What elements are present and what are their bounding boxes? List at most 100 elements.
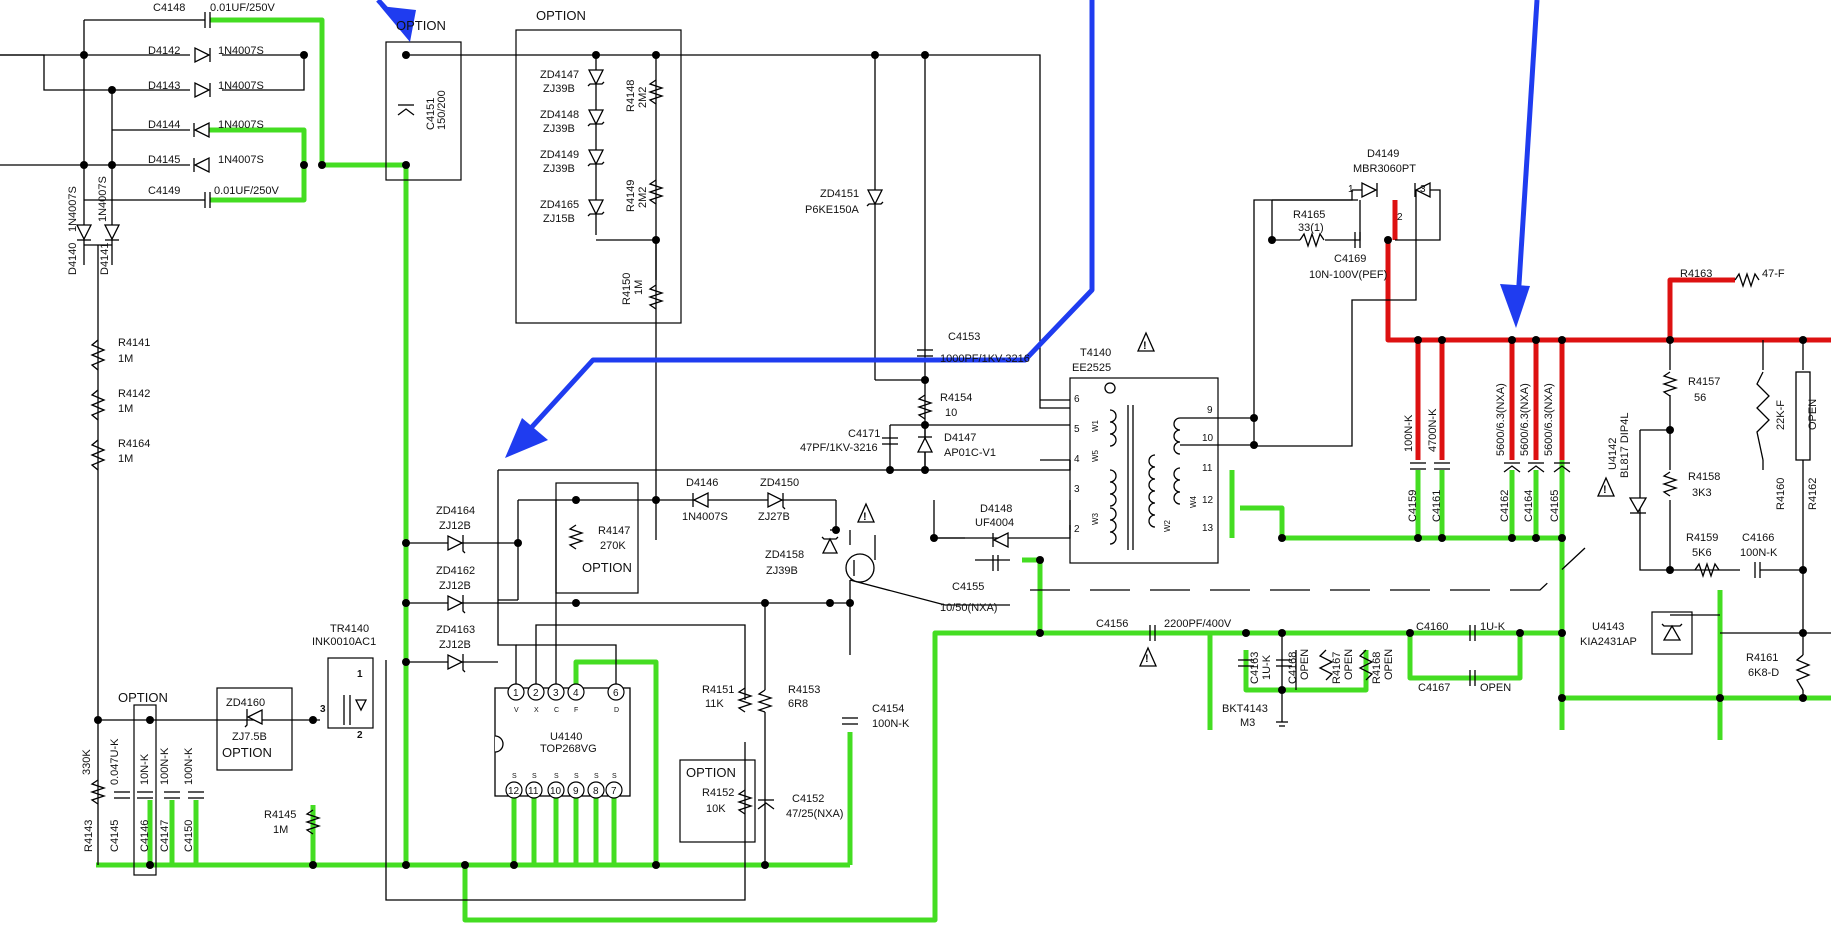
label-zd4150-value: ZJ27B [758,511,790,523]
annotation-arrow-icon [1515,0,1540,301]
label-d4145: D4145 [148,154,180,166]
label-r4160: R4160 [1775,478,1787,510]
label-r4158-value: 3K3 [1692,487,1712,499]
annotation-arrow-icon [518,0,1095,442]
label-r4168-value: OPEN [1383,649,1395,680]
label-r4162: R4162 [1807,478,1819,510]
label-c4155: C4155 [952,581,984,593]
label-c4164-value: 5600/6.3(NXA) [1519,383,1531,456]
transformer-winding-label: W5 [1091,449,1100,462]
annotation-arrows [376,0,1540,458]
label-r4159: R4159 [1686,532,1718,544]
label-c4154: C4154 [872,703,904,715]
label-d4140-value: 1N4007S [67,186,79,232]
label-c4146: C4146 [139,820,151,852]
label-zd4151-value: P6KE150A [805,204,859,216]
label-r4153-value: 6R8 [788,698,808,710]
label-d4148-value: UF4004 [975,517,1014,529]
label-zd4148: ZD4148 [540,109,579,121]
label-c4168: C4168 [1287,652,1299,684]
label-d4148: D4148 [980,503,1012,515]
label-zd4150: ZD4150 [760,477,799,489]
label-u4140-value: TOP268VG [540,743,597,755]
label-r4145: R4145 [264,809,296,821]
label-c4149-value: 0.01UF/250V [214,185,279,197]
transformer-winding-label: W3 [1091,512,1100,525]
transformer-pin-number: 11 [1202,463,1213,474]
option-boxes [133,29,1693,876]
isolation-boundary [1030,547,1586,591]
label-r4167-value: OPEN [1343,649,1355,680]
label-r4153: R4153 [788,684,820,696]
label-d4140: D4140 [67,243,79,275]
label-u4143: U4143 [1592,621,1624,633]
component-symbols [75,12,1811,835]
label-c4145-value: 0.047U-K [109,738,121,785]
ic-pin-letter: X [534,707,539,714]
label-bkt4143-value: M3 [1240,717,1255,729]
label-c4153-value: 1000PF/1KV-3216 [940,353,1030,365]
label-r4154-value: 10 [945,407,957,419]
label-tr4140: TR4140 [330,623,369,635]
label-option-5: OPTION [222,745,272,760]
label-r4141: R4141 [118,337,150,349]
transformer-pin-number: 5 [1074,424,1080,435]
diode-pin-number: 1 [1348,184,1354,195]
label-zd4164-value: ZJ12B [439,520,471,532]
label-d4143-value: 1N4007S [218,80,264,92]
label-c4171-value: 47PF/1KV-3216 [800,442,878,454]
label-d4149-value: MBR3060PT [1353,163,1416,175]
label-r4162-value: OPEN [1807,399,1819,430]
ic-pin-number: 4 [573,688,579,699]
ic-u4140-pins [505,683,625,799]
label-c4162-value: 5600/6.3(NXA) [1495,383,1507,456]
transformer-pin-number: 9 [1207,405,1213,416]
diode-pin-number: 3 [1420,184,1426,195]
label-c4159: C4159 [1407,490,1419,522]
svg-text:!: ! [1603,484,1607,496]
label-zd4149: ZD4149 [540,149,579,161]
label-option-1: OPTION [396,18,446,33]
label-r4159-value: 5K6 [1692,547,1712,559]
label-u4142: U4142 [1607,438,1619,470]
label-c4147-value: 100N-K [159,747,171,785]
label-r4154: R4154 [940,392,972,404]
label-tr4140-value: INK0010AC1 [312,636,376,648]
label-r4142: R4142 [118,388,150,400]
label-r4151-value: 11K [705,698,724,710]
label-c4156: C4156 [1096,618,1128,630]
label-zd4160: ZD4160 [226,697,265,709]
ic-pin-number: 7 [611,786,617,797]
label-bkt4143: BKT4143 [1222,703,1268,715]
red-highlight-net [1385,200,1831,460]
label-c4163-value: 1U-K [1261,654,1273,680]
ic-pin-letter: S [612,773,617,780]
transformer-pin-number: 12 [1202,495,1214,506]
label-option-6: OPTION [686,765,736,780]
label-r4150: R4150 [621,273,633,305]
label-r4143-value: 330K [81,749,93,775]
label-c4147: C4147 [159,820,171,852]
label-r4167: R4167 [1331,652,1343,684]
label-c4150-value: 100N-K [183,747,195,785]
ic-pin-letter: S [554,773,559,780]
label-u4143-value: KIA2431AP [1580,636,1637,648]
transformer-pin-number: 3 [1074,484,1080,495]
label-c4155-value: 10/50(NXA) [940,602,997,614]
label-r4164: R4164 [118,438,150,450]
warning-triangles: ! ! ! ! [856,331,1616,667]
mosfet-pin-number: 1 [357,669,363,680]
label-c4166-value: 100N-K [1740,547,1778,559]
svg-text:!: ! [1143,340,1147,352]
label-zd4164: ZD4164 [436,505,475,517]
label-d4145-value: 1N4007S [218,154,264,166]
ic-pin-number: 12 [508,786,520,797]
component-labels: C4148 0.01UF/250V D4142 1N4007S D4143 1N… [67,2,1819,852]
mosfet-pin-number: 2 [357,730,363,741]
junction-dots [80,51,1807,869]
label-c4165-value: 5600/6.3(NXA) [1543,383,1555,456]
label-zd4162: ZD4162 [436,565,475,577]
label-zd4147-value: ZJ39B [543,83,575,95]
label-r4148: R4148 [625,80,637,112]
label-c4152-value: 47/25(NXA) [786,808,843,820]
